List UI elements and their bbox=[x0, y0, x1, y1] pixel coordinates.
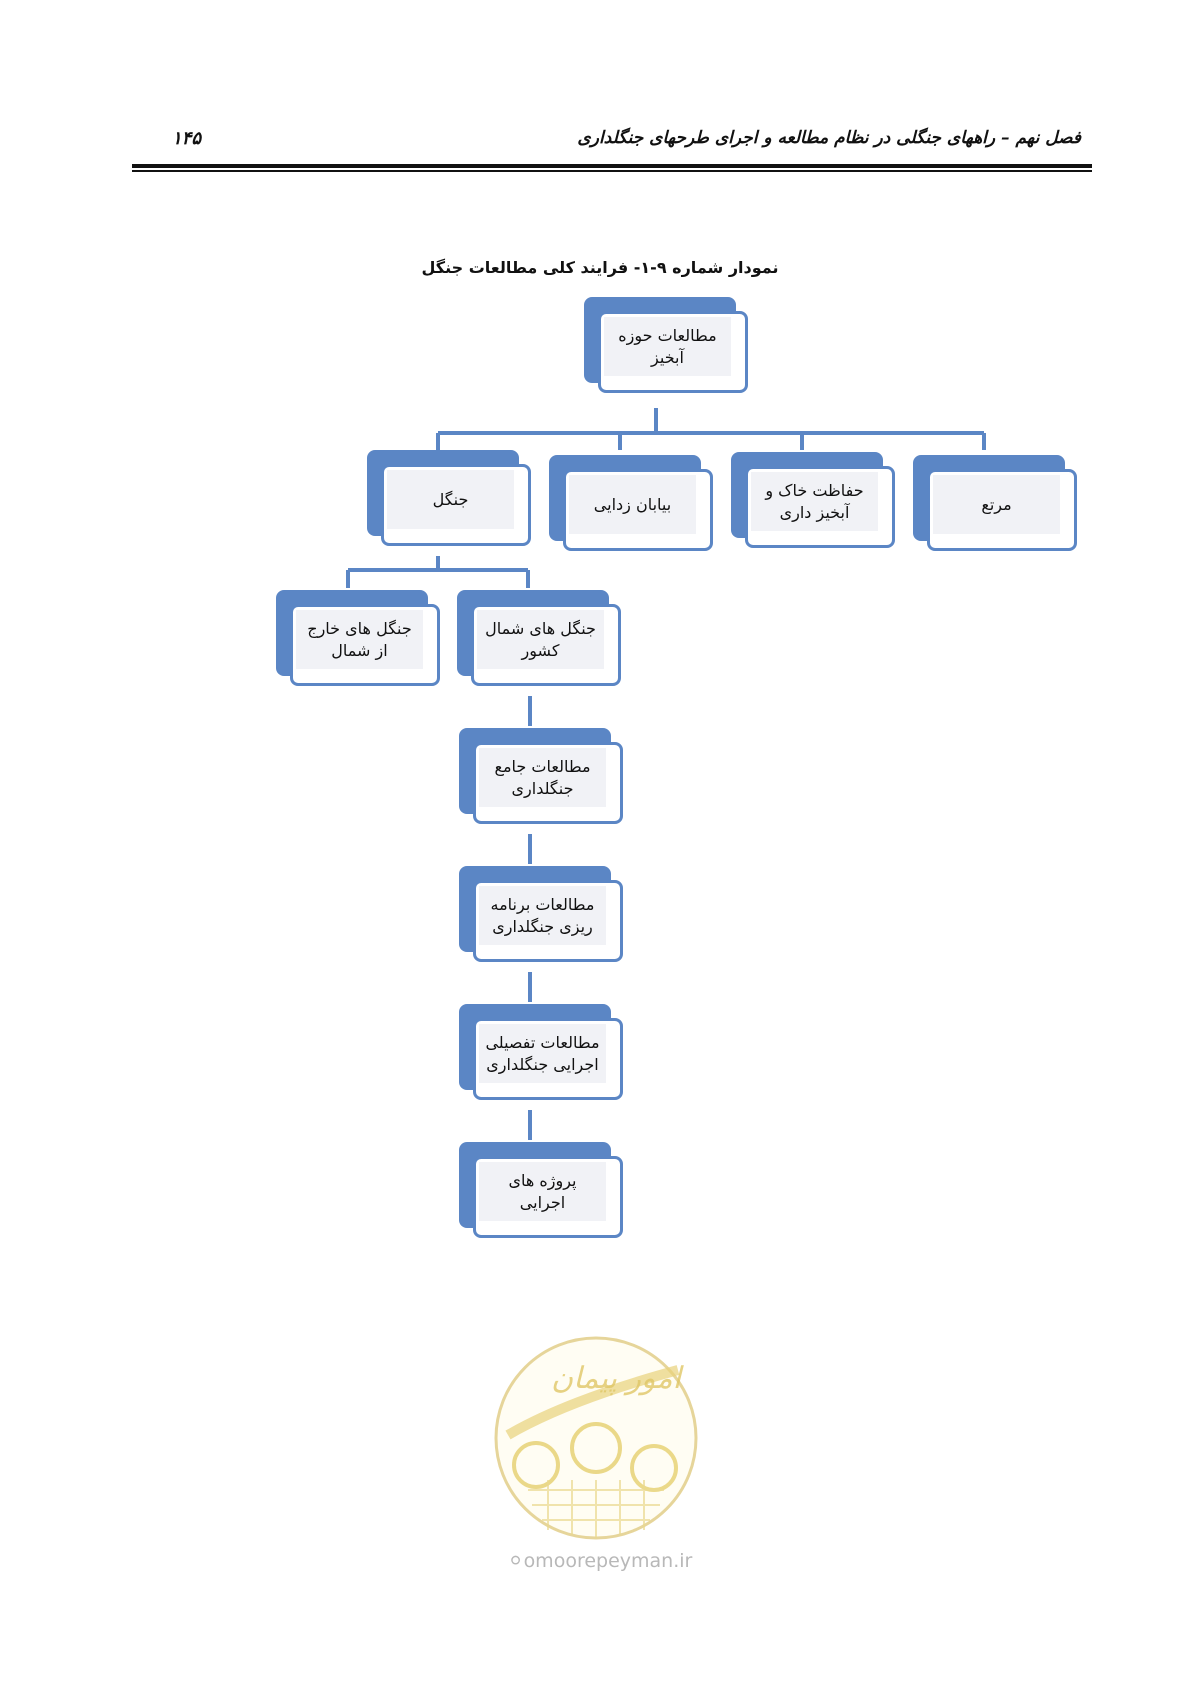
node-outside-north-forests: جنگل های خارج از شمال bbox=[276, 590, 444, 688]
node-desertification: بیابان زدایی bbox=[549, 455, 717, 553]
node-label: مطالعات حوزه آبخیز bbox=[618, 325, 717, 367]
node-north-forests: جنگل های شمال کشور bbox=[457, 590, 625, 688]
node-label: پروژه های اجرایی bbox=[508, 1170, 577, 1212]
node-detailed-studies: مطالعات تفصیلی اجرایی جنگلداری bbox=[459, 1004, 627, 1102]
globe-icon: ⚪ bbox=[507, 1550, 524, 1572]
node-rangeland: مرتع bbox=[913, 455, 1081, 553]
node-label: مطالعات جامع جنگلداری bbox=[494, 756, 591, 798]
node-label: مرتع bbox=[981, 494, 1012, 514]
node-label: جنگل های شمال کشور bbox=[485, 618, 596, 660]
node-soil-watershed: حفاظت خاک و آبخیز داری bbox=[731, 452, 899, 550]
node-executive-projects: پروژه های اجرایی bbox=[459, 1142, 627, 1240]
figure-caption: نمودار شماره ۹-۱- فرایند کلی مطالعات جنگ… bbox=[421, 258, 779, 277]
svg-text:امور پیمان: امور پیمان bbox=[551, 1361, 685, 1396]
node-master-studies: مطالعات جامع جنگلداری bbox=[459, 728, 627, 826]
node-planning-studies: مطالعات برنامه ریزی جنگلداری bbox=[459, 866, 627, 964]
page-number: ۱۴۵ bbox=[172, 128, 202, 149]
node-label: جنگل bbox=[432, 489, 469, 509]
header-rule-thin bbox=[132, 170, 1092, 172]
node-label: حفاظت خاک و آبخیز داری bbox=[765, 480, 864, 522]
node-forest: جنگل bbox=[367, 450, 535, 548]
watermark-logo: امور پیمان bbox=[494, 1336, 698, 1540]
running-title: فصل نهم – راههای جنگلی در نظام مطالعه و … bbox=[577, 128, 1081, 148]
node-label: مطالعات برنامه ریزی جنگلداری bbox=[490, 894, 595, 936]
node-label: جنگل های خارج از شمال bbox=[307, 618, 412, 660]
header-rule-thick bbox=[132, 164, 1092, 168]
node-watershed-studies: مطالعات حوزه آبخیز bbox=[584, 297, 752, 395]
node-label: مطالعات تفصیلی اجرایی جنگلداری bbox=[485, 1032, 600, 1074]
website-url: ⚪omoorepeyman.ir bbox=[507, 1550, 693, 1572]
node-label: بیابان زدایی bbox=[593, 494, 672, 514]
